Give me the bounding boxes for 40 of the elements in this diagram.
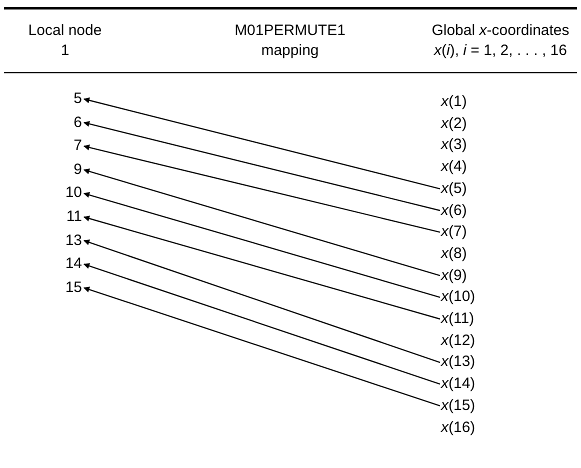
local-node-number: 5 [40, 90, 82, 108]
global-coordinate: x(5) [441, 180, 503, 198]
global-coordinate: x(11) [441, 310, 503, 328]
global-coordinate: x(15) [441, 396, 503, 415]
arrow [83, 168, 440, 276]
arrow [83, 144, 440, 233]
global-coordinate: x(9) [441, 266, 503, 285]
global-coordinate: x(12) [441, 332, 503, 350]
global-coordinate: x(13) [441, 353, 503, 372]
local-node-number: 10 [40, 184, 82, 202]
local-node-number: 9 [40, 160, 82, 179]
local-node-number: 15 [40, 278, 82, 297]
column-header: Local node [28, 22, 102, 39]
local-node-number: 6 [40, 114, 82, 132]
arrow [83, 120, 440, 212]
arrow [83, 192, 440, 298]
column-header: Global x-coordinates [432, 22, 570, 39]
arrow [83, 263, 440, 385]
column-header: x(i), i = 1, 2, . . . , 16 [434, 42, 567, 59]
local-node-number: 14 [40, 255, 82, 274]
arrow [83, 240, 440, 363]
arrow [83, 286, 440, 406]
column-header: 1 [60, 42, 70, 59]
column-header: mapping [261, 42, 319, 59]
global-coordinate: x(2) [441, 114, 503, 133]
global-coordinate: x(14) [441, 375, 503, 394]
global-coordinate: x(10) [441, 288, 503, 306]
global-coordinate: x(3) [441, 136, 503, 154]
column-header: M01PERMUTE1 [234, 22, 346, 39]
global-coordinate: x(6) [441, 202, 503, 220]
local-node-number: 7 [40, 137, 82, 156]
global-coordinate: x(8) [441, 244, 503, 263]
global-coordinate: x(7) [441, 223, 503, 242]
arrow [83, 216, 440, 320]
local-node-number: 11 [40, 208, 82, 226]
global-coordinate: x(4) [441, 158, 503, 176]
local-node-number: 13 [40, 232, 82, 250]
global-coordinate: x(16) [441, 418, 503, 436]
arrow [83, 97, 440, 190]
global-coordinate: x(1) [441, 93, 503, 111]
